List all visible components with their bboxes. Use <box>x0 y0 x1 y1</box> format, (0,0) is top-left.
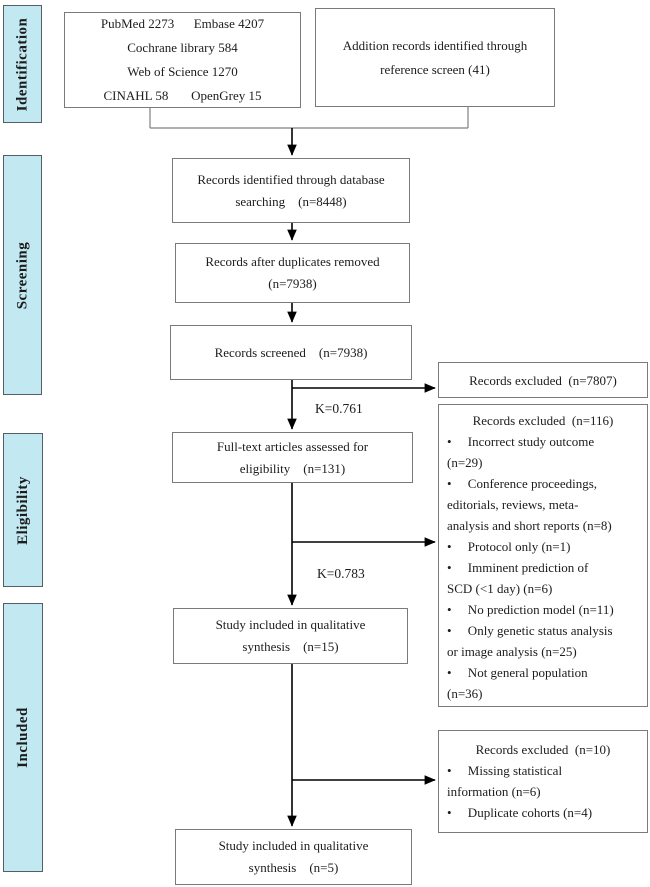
kappa-screening-label: K=0.761 <box>315 401 363 416</box>
stage-identification: Identification <box>3 5 42 123</box>
stage-screening-label: Screening <box>14 241 30 309</box>
box-records-screened-text: Records screened (n=7938) <box>214 344 368 360</box>
stage-eligibility: Eligibility <box>3 433 43 587</box>
stage-included: Included <box>3 603 43 872</box>
box-excluded-fulltext-reasons: • Incorrect study outcome(n=29)• Confere… <box>447 434 614 701</box>
box-excluded-fulltext-title: Records excluded (n=116) <box>472 413 614 428</box>
stage-included-label: Included <box>14 707 31 768</box>
stage-screening: Screening <box>3 155 42 395</box>
box-duplicates-removed: Records after duplicates removed(n=7938) <box>175 243 410 303</box>
box-excluded-screening: Records excluded (n=7807) <box>438 362 648 398</box>
box-excluded-screening-title: Records excluded (n=7807) <box>469 373 617 388</box>
box-excluded-qualitative-title: Records excluded (n=10) <box>475 742 611 757</box>
join-line-top <box>149 107 469 129</box>
box-records-screened: Records screened (n=7938) <box>170 325 412 380</box>
stage-identification-label: Identification <box>14 17 31 111</box>
box-duplicates-removed-text: Records after duplicates removed(n=7938) <box>205 254 380 291</box>
stage-eligibility-label: Eligibility <box>14 475 31 545</box>
box-excluded-qualitative: Records excluded (n=10) • Missing statis… <box>438 730 648 833</box>
kappa-eligibility-label: K=0.783 <box>317 566 365 581</box>
box-excluded-fulltext: Records excluded (n=116) • Incorrect stu… <box>438 404 648 707</box>
